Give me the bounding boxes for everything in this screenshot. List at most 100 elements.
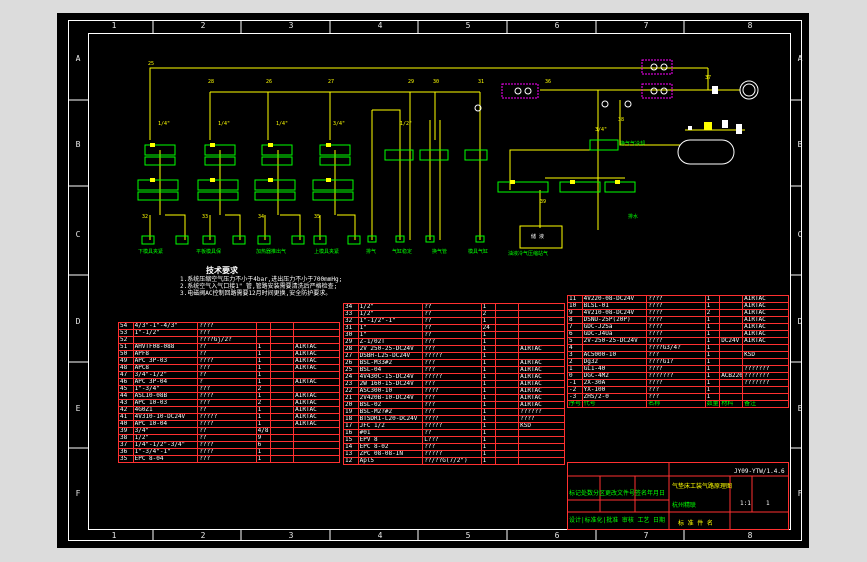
- zone-top-8: 8: [747, 21, 753, 30]
- zone-left-a: A: [75, 54, 81, 63]
- outer-frame: [68, 20, 802, 541]
- drawing-code: JY09-YTW/1.4.6: [734, 468, 785, 475]
- inner-frame: [88, 33, 791, 530]
- zone-right-a: A: [797, 54, 803, 63]
- design-row: 设计|标准化|批准 审核 工艺 日期: [569, 517, 666, 524]
- zone-bottom-1: 1: [111, 531, 117, 540]
- branch-label-5: 排气: [366, 249, 377, 255]
- size-label-1: 1/4": [158, 121, 171, 127]
- pipe-number: 33: [202, 214, 209, 220]
- zone-bottom-8: 8: [747, 531, 753, 540]
- zone-left-f: F: [75, 489, 81, 498]
- bom-cell: [518, 457, 565, 465]
- tank-label: 储 液: [531, 234, 545, 240]
- zone-top-7: 7: [643, 21, 649, 30]
- branch-label-7: 换气管: [432, 249, 448, 255]
- pipe-number: 36: [545, 79, 552, 85]
- branch-label-1: 下模具夹紧: [138, 249, 164, 255]
- pipe-number: 39: [540, 199, 547, 205]
- zone-bottom-5: 5: [465, 531, 471, 540]
- pipe-number: 29: [408, 79, 415, 85]
- pipe-number: 30: [433, 79, 440, 85]
- technical-requirements: 技术要求 1.系统压缩空气压力不小于4bar,进出压力不小于700mmHg; 2…: [180, 266, 342, 297]
- zone-top-6: 6: [554, 21, 560, 30]
- zone-top-1: 1: [111, 21, 117, 30]
- pipe-number: 38: [618, 117, 625, 123]
- oil-reservoir: [519, 225, 563, 249]
- zone-bottom-3: 3: [288, 531, 294, 540]
- pipe-number: 35: [314, 214, 321, 220]
- bom-cell: ??/??G(7/2"): [422, 457, 482, 465]
- title-block-unit: 标 准 件 名: [678, 520, 713, 527]
- note-line-3: 3.电磁阀AC控制回路需要12月时间更换,安全防护要求。: [180, 290, 332, 297]
- branch-label-2: 平板模具保: [196, 249, 222, 255]
- zone-bottom-7: 7: [643, 531, 649, 540]
- pipe-number: 28: [208, 79, 215, 85]
- size-label-4: 3/4": [333, 121, 346, 127]
- right-valves: [688, 86, 742, 134]
- filter-regulators: [501, 59, 673, 99]
- pipe-number: 37: [705, 75, 712, 81]
- zone-right-b: B: [797, 140, 803, 149]
- zone-right-d: D: [797, 317, 803, 326]
- air-receiver-tank: [677, 139, 735, 165]
- cooling-label: 换气气冷却: [620, 141, 646, 147]
- zone-bottom-6: 6: [554, 531, 560, 540]
- title-block: [567, 462, 789, 530]
- drain-label: 排水: [628, 214, 639, 220]
- pipe-number: 34: [258, 214, 265, 220]
- zone-right-f: F: [797, 489, 803, 498]
- fittings: [474, 63, 759, 112]
- zone-bottom-4: 4: [377, 531, 383, 540]
- drawing-sheet-no: 1: [766, 500, 770, 507]
- size-label-3: 1/4": [276, 121, 289, 127]
- bom-header-cell: 备注: [742, 400, 789, 408]
- valve-blocks: [137, 139, 636, 245]
- branch-label-4: 上模具夹紧: [314, 249, 340, 255]
- zone-left-e: E: [75, 404, 81, 413]
- bom-cell: ???: [197, 455, 257, 463]
- zone-top-3: 3: [288, 21, 294, 30]
- pipe-number: 27: [328, 79, 335, 85]
- drawing-scale: 1:1: [740, 500, 751, 507]
- pipe-number: 32: [142, 214, 149, 220]
- branch-label-3: 加热器推出气: [256, 249, 287, 255]
- note-line-2: 2.系统空气入气口接1" 管,管路安装需要清洗后严格检查;: [180, 283, 338, 290]
- bom-header-cell: 名称: [646, 400, 706, 408]
- branch-label-6: 气缸稳定: [392, 249, 413, 255]
- note-line-1: 1.系统压缩空气压力不小于4bar,进出压力不小于700mmHg;: [180, 276, 343, 283]
- zone-left-b: B: [75, 140, 81, 149]
- zone-top-5: 5: [465, 21, 471, 30]
- pipe-number: 26: [266, 79, 273, 85]
- station-label: 油液冷气压缩站气: [508, 251, 549, 257]
- bom-cell: [293, 455, 340, 463]
- size-label-5: 1/2": [400, 121, 413, 127]
- size-label-6: 3/4": [595, 127, 608, 133]
- pipe-number: 25: [148, 61, 155, 67]
- zone-top-2: 2: [200, 21, 206, 30]
- zone-right-e: E: [797, 404, 803, 413]
